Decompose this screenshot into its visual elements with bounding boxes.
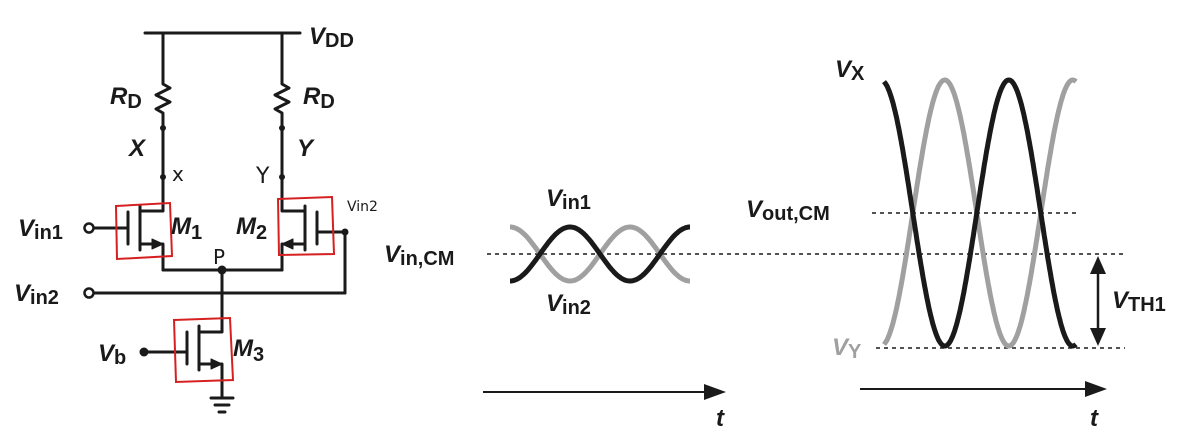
input-t-label: t [716, 405, 725, 432]
vin2-wave-label: Vin2 [546, 290, 591, 319]
vx-waveform [882, 77, 1078, 349]
vin2-terminal [83, 287, 95, 299]
m1-label: M1 [171, 213, 202, 244]
vin2-label: Vin2 [14, 280, 59, 309]
m1-highlight-box [114, 201, 174, 261]
m2-highlight-box [276, 195, 336, 257]
input-time-axis-arrow [704, 384, 726, 400]
vy-wave-label: VY [832, 334, 862, 363]
vb-label: Vb [98, 340, 126, 369]
m1-source-arrow [151, 238, 164, 250]
input-waveform-plot [483, 224, 1125, 400]
rd-right-label: RD [303, 83, 335, 113]
circuit-terminals [83, 125, 349, 357]
vy-waveform [882, 77, 1078, 349]
hand-x-label: x [172, 162, 184, 186]
vth1-arrow-up-head [1090, 256, 1106, 274]
vin1-terminal [83, 222, 95, 234]
rd-left-resistor [154, 76, 172, 120]
m3-drain-lead [197, 318, 224, 334]
vin2-hand-dot [341, 228, 349, 236]
vth1-arrow-down-head [1090, 328, 1106, 346]
output-waveform-plot [860, 77, 1125, 397]
output-t-label: t [1090, 405, 1099, 432]
vin1-waveform [510, 224, 690, 284]
red-annotations [114, 195, 336, 384]
vx-wave-label: VX [835, 56, 865, 85]
hand-vin2-label: Vin2 [347, 199, 378, 215]
node-x-dot-upper [160, 125, 166, 131]
node-y-dot-lower [279, 174, 285, 180]
vin-cm-label: Vin,CM [384, 241, 454, 270]
hand-y-label: Y [255, 164, 270, 189]
vdd-label: VDD [309, 23, 354, 52]
m3-source-arrow [210, 358, 223, 370]
circuit-schematic [91, 31, 347, 414]
node-y-dot-upper [279, 125, 285, 131]
m2-label: M2 [236, 213, 267, 244]
m1-drain-lead [138, 196, 165, 213]
node-x-label: X [127, 135, 147, 162]
vin1-label: Vin1 [18, 215, 63, 244]
node-p-dot [217, 265, 227, 275]
m2-source-arrow [281, 238, 294, 250]
vb-terminal-dot [139, 347, 149, 357]
vout-cm-label: Vout,CM [746, 196, 830, 225]
m3-label: M3 [233, 335, 264, 366]
rd-left-label: RD [110, 83, 142, 113]
hand-p-label: P [213, 245, 225, 269]
node-y-label: Y [297, 135, 315, 162]
m3-highlight-box [172, 316, 235, 384]
rd-right-resistor [273, 76, 291, 120]
m2-drain-lead [280, 196, 307, 213]
node-x-dot-lower [160, 174, 166, 180]
vin1-wave-label: Vin1 [546, 185, 591, 214]
output-time-axis-arrow [1085, 381, 1107, 397]
vth1-label: VTH1 [1112, 287, 1166, 316]
